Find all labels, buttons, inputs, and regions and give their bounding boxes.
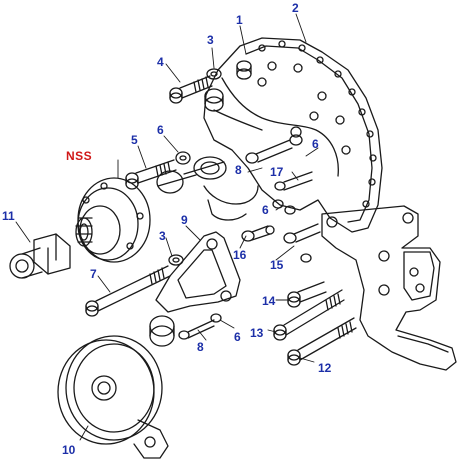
coupling-11 — [9, 233, 71, 279]
bolt-8-lower — [178, 319, 215, 340]
washer-6-lower — [210, 313, 222, 323]
callout-9: 9 — [181, 213, 188, 227]
callout-6-a: 6 — [157, 123, 164, 137]
callout-4: 4 — [157, 55, 164, 69]
washer-6c — [272, 199, 296, 215]
pulley-10 — [57, 335, 169, 459]
leader-lines — [15, 13, 319, 441]
callout-15: 15 — [270, 258, 284, 272]
callout-16: 16 — [233, 248, 247, 262]
callout-11: 11 — [2, 209, 15, 223]
bracket-9 — [149, 231, 241, 347]
washer-6a — [175, 151, 191, 165]
bolt-15 — [283, 223, 321, 263]
bolt-5 — [125, 159, 177, 190]
bolt-13 — [273, 289, 345, 341]
callout-6-b: 6 — [312, 137, 319, 151]
callout-3-top: 3 — [207, 33, 214, 47]
callout-1: 1 — [236, 13, 243, 27]
washer-3-top — [206, 68, 222, 80]
callout-5: 5 — [131, 133, 138, 147]
callout-7: 7 — [90, 267, 97, 281]
callout-8-lower: 8 — [197, 340, 204, 354]
callout-6-c: 6 — [262, 203, 269, 217]
bolt-16 — [241, 225, 275, 242]
bolt-7 — [85, 265, 171, 317]
bolt-14 — [287, 281, 327, 308]
callout-13: 13 — [250, 326, 264, 340]
callout-12: 12 — [318, 361, 332, 375]
callout-6-d: 6 — [234, 330, 241, 344]
nss-hub — [75, 177, 151, 263]
nss-label: NSS — [66, 149, 93, 163]
pump-shaft — [156, 156, 259, 221]
washer-6-upper — [289, 134, 303, 146]
stud-17 — [274, 171, 313, 191]
bolt-8-upper — [245, 139, 293, 164]
bolt-12 — [287, 317, 357, 366]
callout-17: 17 — [270, 165, 284, 179]
callout-10: 10 — [62, 443, 76, 457]
callout-3-mid: 3 — [159, 229, 166, 243]
timing-cover-housing — [203, 37, 383, 233]
adjuster-bracket — [321, 205, 457, 371]
bolt-4 — [169, 75, 213, 104]
callout-14: 14 — [262, 294, 276, 308]
callout-2: 2 — [292, 1, 299, 15]
callout-8-upper: 8 — [235, 163, 242, 177]
